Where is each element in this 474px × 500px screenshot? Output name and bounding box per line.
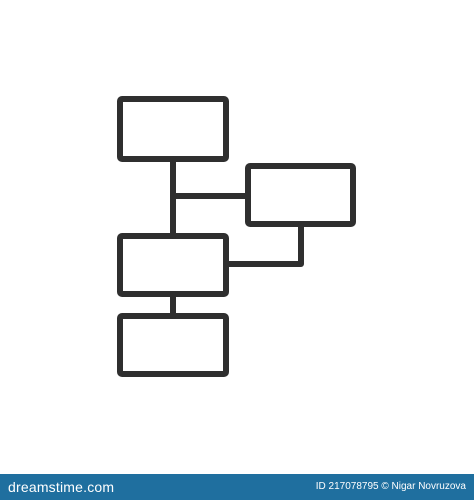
box-bottom xyxy=(117,313,229,377)
image-credit: ID 217078795 © Nigar Novruzova xyxy=(315,481,466,492)
watermark-brand: dreamstime.com xyxy=(8,479,115,495)
box-middle xyxy=(117,233,229,297)
box-top xyxy=(117,96,229,162)
watermark-footer: dreamstime.com ID 217078795 © Nigar Novr… xyxy=(0,474,474,500)
box-right xyxy=(245,163,356,227)
connector-right-box-to-middle xyxy=(223,221,304,267)
flowchart-icon xyxy=(117,96,356,377)
